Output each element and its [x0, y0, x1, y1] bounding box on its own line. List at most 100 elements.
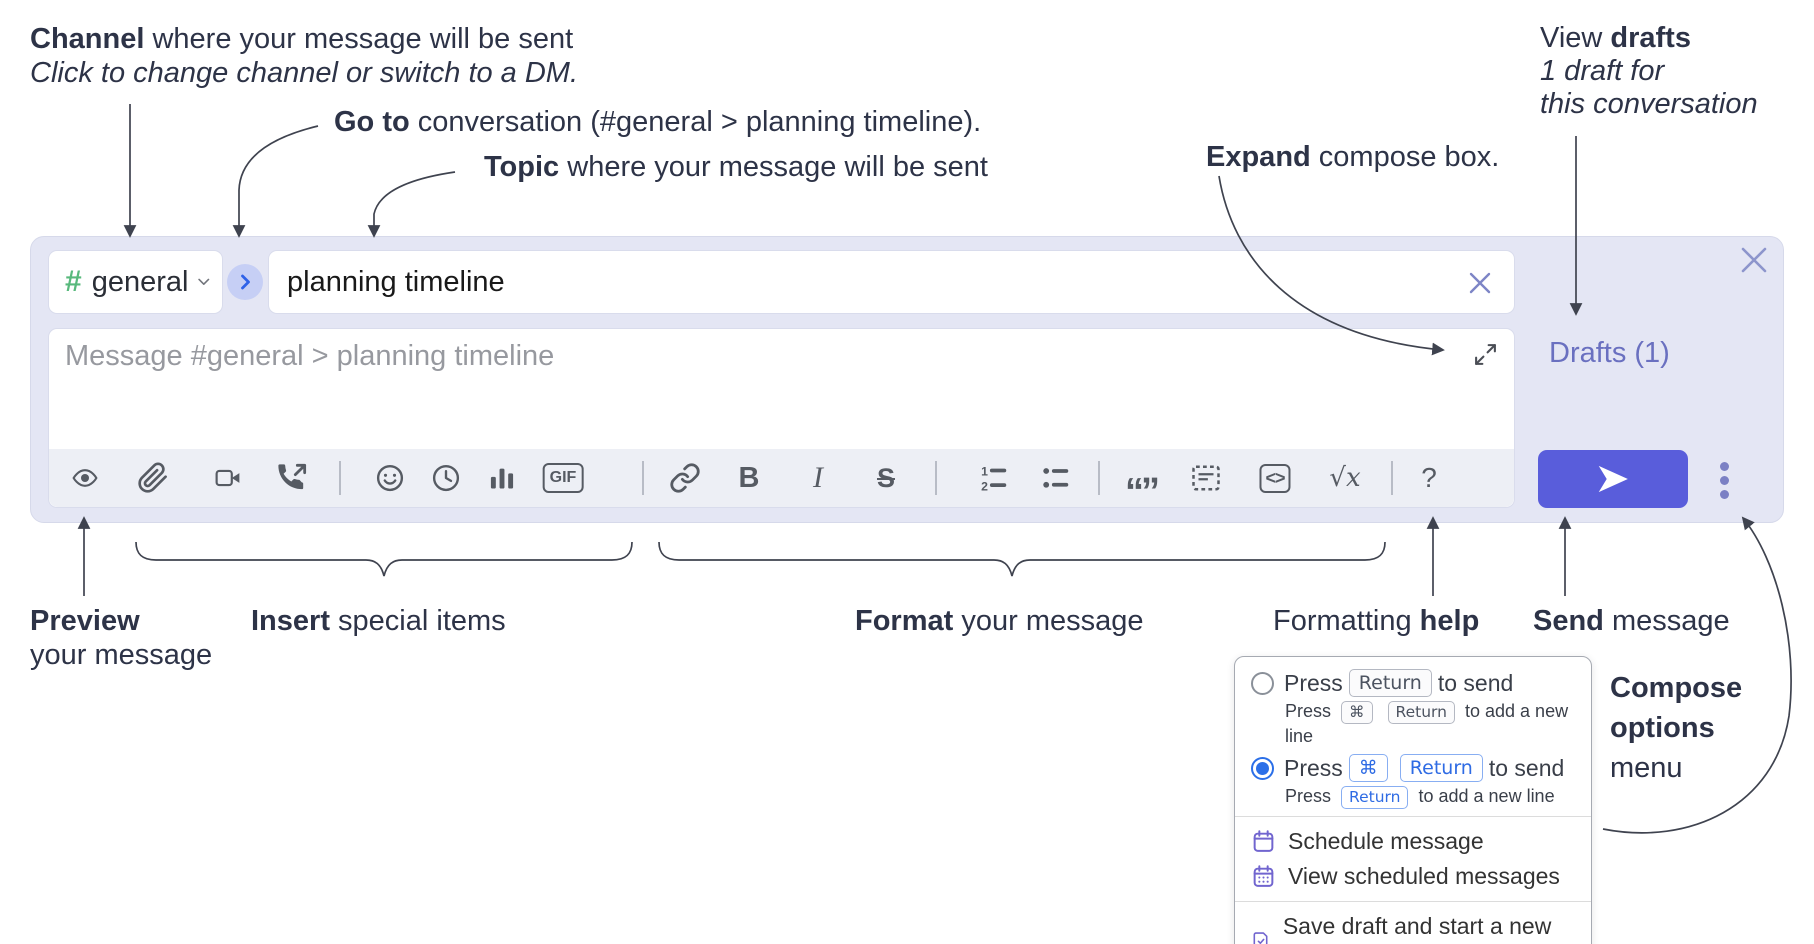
annotation-preview: Preview your message — [30, 604, 212, 672]
link-icon — [670, 463, 700, 493]
preview-button[interactable] — [67, 449, 103, 507]
video-call-button[interactable] — [211, 449, 245, 507]
annotation-insert-bold: Insert — [251, 605, 330, 637]
math-button[interactable]: √x — [1329, 463, 1361, 493]
annotation-topic-bold: Topic — [484, 151, 560, 183]
kbd-return: Return — [1341, 786, 1409, 809]
send-button[interactable] — [1538, 450, 1688, 508]
annotation-drafts-bold: drafts — [1610, 22, 1691, 54]
menu-option-return-to-send[interactable]: Press Return to send — [1251, 667, 1575, 699]
bold-button[interactable]: B — [738, 461, 760, 494]
annotation-send-rest: message — [1603, 605, 1730, 637]
eye-icon — [72, 469, 98, 487]
annotation-channel-rest: where your message will be sent — [144, 23, 574, 55]
menu-divider — [1235, 816, 1591, 817]
menu-divider — [1235, 901, 1591, 902]
kbd-return: Return — [1399, 754, 1483, 782]
annotation-formatting-help: Formatting help — [1273, 604, 1479, 638]
radio-unselected-icon[interactable] — [1251, 671, 1274, 695]
toolbar-divider — [1098, 461, 1100, 495]
bulleted-list-icon — [1043, 468, 1069, 488]
italic-button[interactable]: I — [813, 461, 823, 494]
toolbar-divider — [935, 461, 937, 495]
quote-button[interactable]: “” — [1125, 471, 1160, 513]
svg-text:2: 2 — [981, 479, 988, 492]
link-button[interactable] — [669, 449, 701, 507]
topic-field — [268, 250, 1515, 314]
bulleted-list-button[interactable] — [1041, 449, 1071, 507]
menu-option-cmd-return-to-send[interactable]: Press ⌘ Return to send — [1251, 752, 1575, 784]
add-poll-button[interactable] — [488, 449, 516, 507]
draft-document-icon — [1253, 931, 1268, 944]
kbd-return: Return — [1387, 701, 1455, 724]
close-compose-button[interactable] — [1739, 245, 1769, 275]
spoiler-button[interactable] — [1191, 449, 1221, 507]
menu-item-schedule-message[interactable]: Schedule message — [1251, 824, 1575, 859]
formatting-help-button[interactable]: ? — [1421, 462, 1437, 493]
spoiler-icon — [1192, 465, 1220, 491]
annotation-send-bold: Send — [1533, 605, 1604, 637]
menu-text: Press — [1284, 670, 1343, 696]
clear-topic-button[interactable] — [1465, 268, 1495, 298]
bar-chart-icon — [490, 468, 514, 489]
radio-selected-icon[interactable] — [1251, 756, 1274, 780]
channel-name: general — [91, 265, 189, 298]
topic-input[interactable] — [269, 251, 1477, 313]
close-icon — [1469, 272, 1491, 294]
attach-file-button[interactable] — [137, 449, 169, 507]
annotation-compose-options-l1: Compose — [1610, 672, 1743, 704]
connector-goto — [232, 125, 319, 238]
menu-item-label: Schedule message — [1288, 828, 1484, 854]
menu-item-label: View scheduled messages — [1288, 863, 1560, 889]
clock-icon — [432, 464, 460, 492]
send-icon — [1598, 465, 1628, 493]
menu-item-label: Save draft and start a new message — [1282, 913, 1552, 944]
voice-call-button[interactable] — [276, 449, 308, 507]
go-to-conversation-button[interactable] — [227, 264, 263, 300]
toolbar-divider — [1391, 461, 1393, 495]
compose-options-menu: Press Return to send Press ⌘ Return to a… — [1234, 656, 1592, 944]
menu-text: to send — [1437, 670, 1514, 696]
channel-selector[interactable]: # general — [48, 250, 223, 314]
menu-text: to add a new line — [1285, 701, 1569, 746]
annotation-topic: Topic where your message will be sent — [484, 150, 988, 184]
menu-item-save-draft[interactable]: Save draft and start a new message — [1251, 909, 1575, 944]
emoji-button[interactable] — [375, 449, 405, 507]
kbd-cmd: ⌘ — [1348, 754, 1388, 782]
annotation-insert: Insert special items — [251, 604, 506, 638]
brace-format-group — [658, 541, 1386, 577]
annotation-preview-line2: your message — [30, 639, 213, 671]
annotation-compose-options-l2: options — [1610, 712, 1715, 744]
strikethrough-button[interactable]: S — [876, 462, 896, 493]
paperclip-icon — [138, 462, 167, 493]
chevron-right-icon — [240, 274, 250, 290]
kebab-dot — [1719, 461, 1729, 471]
expand-icon — [1474, 343, 1496, 365]
annotation-topic-rest: where your message will be sent — [559, 151, 988, 183]
annotation-goto: Go to conversation (#general > planning … — [334, 105, 981, 139]
menu-text: to send — [1488, 755, 1565, 781]
menu-text: Press — [1285, 701, 1332, 721]
expand-compose-button[interactable] — [1470, 339, 1500, 369]
menu-option-return-sub: Press ⌘ Return to add a new line — [1285, 699, 1575, 748]
annotation-format-rest: your message — [953, 605, 1144, 637]
drafts-link[interactable]: Drafts (1) — [1549, 337, 1670, 369]
annotation-drafts-pre: View — [1540, 22, 1611, 54]
menu-item-view-scheduled[interactable]: View scheduled messages — [1251, 859, 1575, 894]
annotation-channel-bold: Channel — [30, 23, 145, 55]
annotation-preview-bold: Preview — [30, 605, 140, 637]
code-button[interactable]: <> — [1259, 449, 1291, 507]
menu-text: to add a new line — [1418, 786, 1555, 806]
add-global-time-button[interactable] — [431, 449, 461, 507]
add-gif-button[interactable]: GIF — [542, 449, 584, 507]
svg-text:1: 1 — [981, 465, 988, 479]
compose-options-button[interactable] — [1712, 457, 1736, 503]
connector-topic — [367, 171, 456, 238]
phone-outgoing-icon — [278, 463, 307, 490]
numbered-list-icon: 12 — [981, 465, 1007, 492]
annotation-expand: Expand compose box. — [1206, 140, 1499, 174]
annotation-drafts-line3: this conversation — [1540, 88, 1758, 120]
message-textarea[interactable] — [63, 338, 1447, 442]
